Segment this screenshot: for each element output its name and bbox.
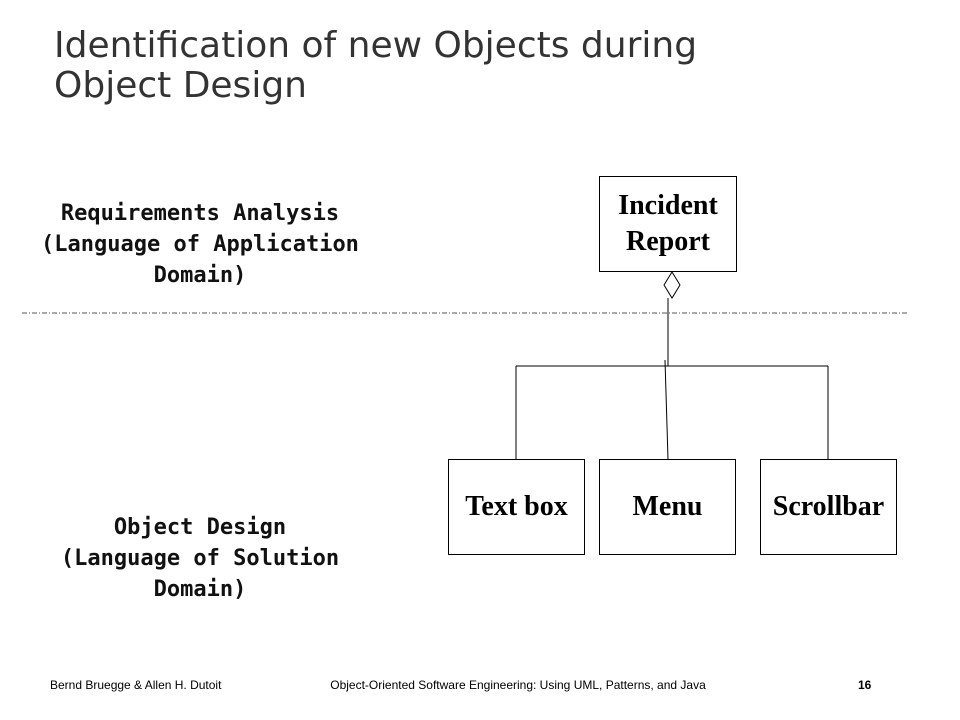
- requirements-label-line-2: (Language of Application: [41, 232, 359, 257]
- incident-report-label: Incident Report: [618, 188, 718, 260]
- text-box-label: Text box: [465, 491, 568, 522]
- requirements-label-line-1: Requirements Analysis: [60, 201, 340, 226]
- slide-title-line-1: Identification of new Objects during: [54, 25, 698, 66]
- menu-label: Menu: [632, 491, 703, 522]
- class-box-scrollbar: Scrollbar: [760, 459, 897, 555]
- class-box-incident-report: Incident Report: [599, 176, 737, 272]
- requirements-label-line-3: Domain): [153, 263, 247, 288]
- slide-title: Identification of new Objects during Obj…: [54, 26, 914, 106]
- object-design-label: Object Design (Language of Solution Doma…: [0, 512, 400, 605]
- footer-book-title: Object-Oriented Software Engineering: Us…: [330, 678, 706, 692]
- class-box-menu: Menu: [599, 459, 736, 555]
- incident-report-line-1: Incident: [618, 190, 718, 221]
- object-design-label-line-1: Object Design: [113, 515, 287, 540]
- branch-to-menu: [664, 359, 669, 460]
- scrollbar-label: Scrollbar: [772, 491, 885, 522]
- class-box-text-box: Text box: [448, 459, 585, 555]
- footer-page-number: 16: [858, 678, 872, 692]
- aggregation-diamond: [663, 271, 681, 299]
- requirements-analysis-label: Requirements Analysis (Language of Appli…: [0, 198, 400, 291]
- object-design-label-line-3: Domain): [153, 577, 247, 602]
- object-design-label-line-2: (Language of Solution: [60, 546, 340, 571]
- footer-authors: Bernd Bruegge & Allen H. Dutoit: [50, 678, 222, 692]
- slide-title-line-2: Object Design: [54, 65, 307, 106]
- incident-report-line-2: Report: [626, 226, 710, 257]
